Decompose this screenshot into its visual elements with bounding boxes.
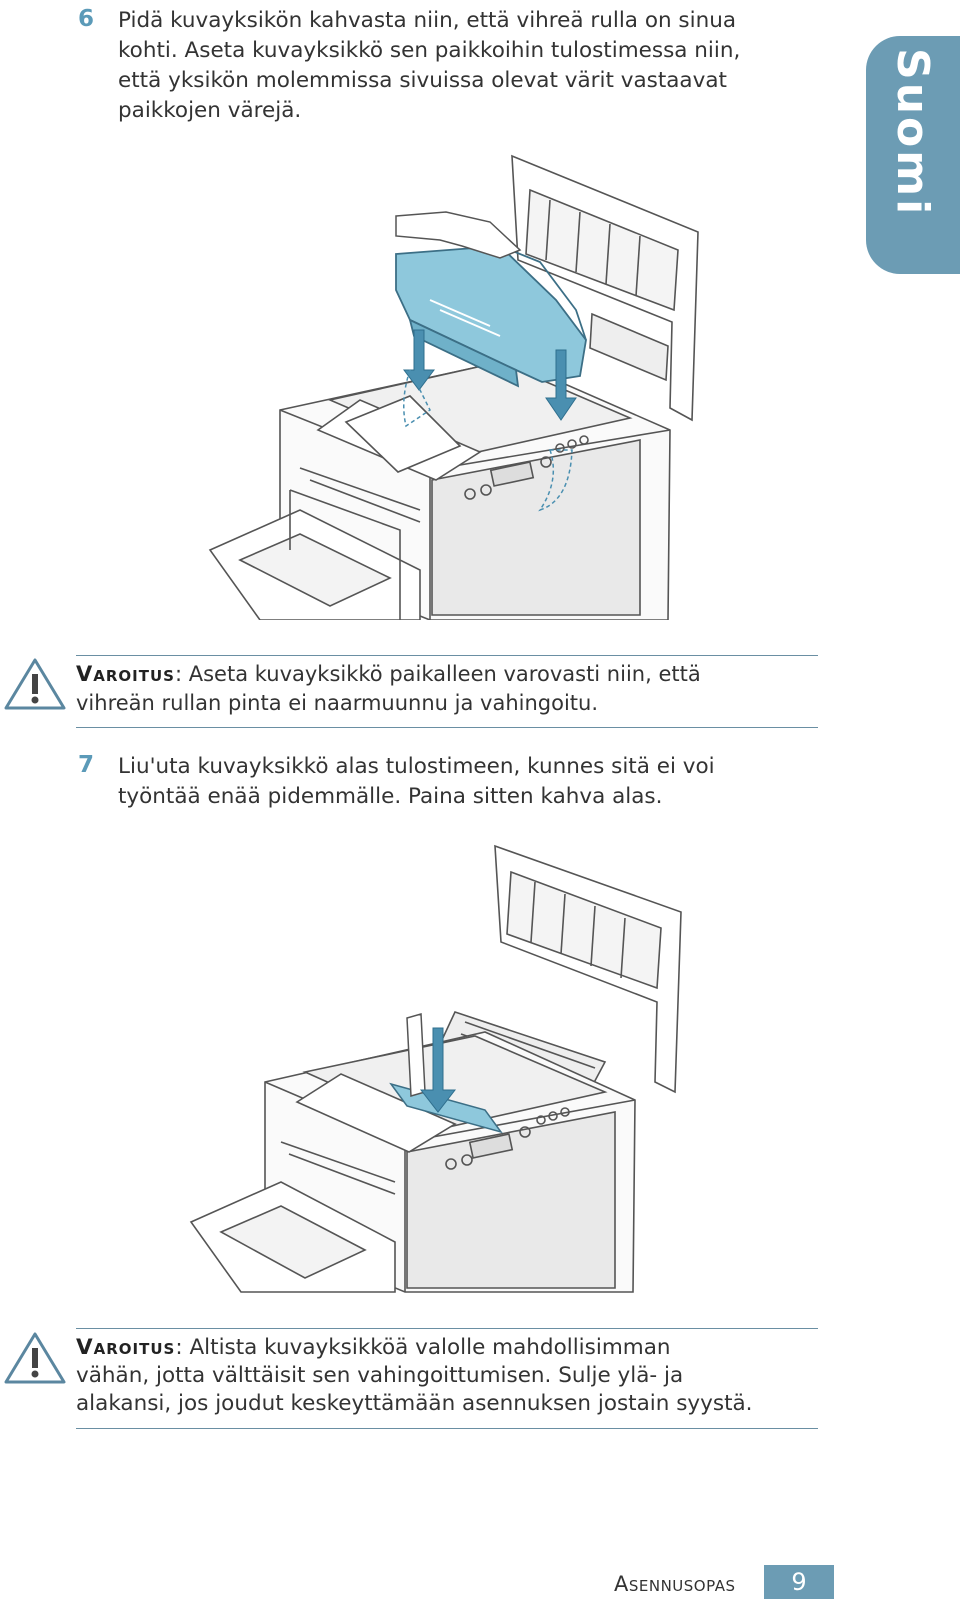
step-7-text: Liu'uta kuvayksikkö alas tulostimeen, ku… bbox=[118, 752, 715, 812]
step-7-line: Liu'uta kuvayksikkö alas tulostimeen, ku… bbox=[118, 754, 715, 779]
page-number: 9 bbox=[764, 1565, 834, 1599]
printer-insert-illustration bbox=[208, 154, 699, 620]
language-tab-label: Suomi bbox=[887, 48, 938, 218]
language-tab: Suomi bbox=[866, 36, 960, 274]
step-7-number: 7 bbox=[78, 752, 95, 778]
warning-1-label: Varoitus bbox=[76, 662, 175, 686]
footer-title: Asennusopas bbox=[614, 1572, 736, 1596]
warning-2-line: Altista kuvayksikköä valolle mahdollisim… bbox=[189, 1335, 671, 1360]
warning-2-line: alakansi, jos joudut keskeyttämään asenn… bbox=[76, 1391, 753, 1416]
step-6-line: kohti. Aseta kuvayksikkö sen paikkoihin … bbox=[118, 38, 741, 63]
warning-2-text: Varoitus: Altista kuvayksikköä valolle m… bbox=[76, 1334, 826, 1418]
warning-triangle-icon bbox=[4, 1332, 66, 1384]
warning-2-bottom-rule bbox=[76, 1428, 818, 1429]
step-6-line: Pidä kuvayksikön kahvasta niin, että vih… bbox=[118, 8, 737, 33]
step-6-text: Pidä kuvayksikön kahvasta niin, että vih… bbox=[118, 6, 740, 126]
warning-1-separator: : bbox=[174, 662, 183, 686]
warning-2-top-rule bbox=[76, 1328, 818, 1329]
warning-1-bottom-rule bbox=[76, 727, 818, 728]
step-6-line: paikkojen värejä. bbox=[118, 98, 302, 123]
warning-2-label: Varoitus bbox=[76, 1335, 176, 1360]
warning-1-top-rule bbox=[76, 655, 818, 656]
step-6-number: 6 bbox=[78, 6, 95, 32]
warning-1-text: Varoitus: Aseta kuvayksikkö paikalleen v… bbox=[76, 660, 826, 718]
warning-triangle-icon bbox=[4, 658, 66, 710]
printer-push-down-illustration bbox=[189, 844, 682, 1293]
warning-2-line: vähän, jotta välttäisit sen vahingoittum… bbox=[76, 1363, 684, 1388]
warning-1-line: Aseta kuvayksikkö paikalleen varovasti n… bbox=[188, 662, 701, 686]
warning-2-separator: : bbox=[175, 1335, 183, 1360]
step-7-line: työntää enää pidemmälle. Paina sitten ka… bbox=[118, 784, 663, 809]
warning-1-line: vihreän rullan pinta ei naarmuunnu ja va… bbox=[76, 691, 599, 715]
step-6-line: että yksikön molemmissa sivuissa olevat … bbox=[118, 68, 727, 93]
